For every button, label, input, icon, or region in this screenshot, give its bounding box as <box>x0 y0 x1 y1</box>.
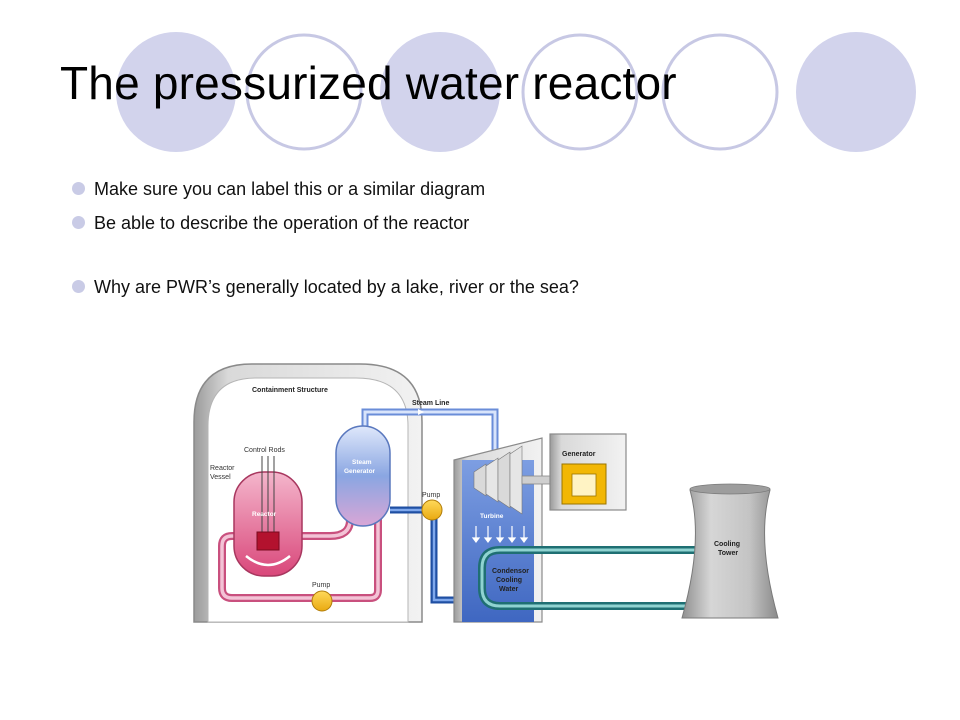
steam-generator <box>335 425 391 527</box>
label-pump-bottom: Pump <box>312 582 330 589</box>
bullet-dot-icon <box>72 182 85 195</box>
primary-pump <box>311 590 333 612</box>
decor-circle-3 <box>380 32 500 152</box>
reactor-flow-arrow <box>245 555 291 567</box>
steam-line-inner <box>363 410 497 455</box>
feedwater-pump <box>421 499 443 521</box>
label-cooling-tower-line1: Cooling <box>714 541 740 548</box>
bullet-item: Why are PWR’s generally located by a lak… <box>72 270 579 304</box>
bullet-text: Why are PWR’s generally located by a lak… <box>94 277 579 297</box>
slide-title: The pressurized water reactor <box>60 57 677 109</box>
bullet-dot-icon <box>72 280 85 293</box>
label-reactor-vessel-line2: Vessel <box>210 474 231 481</box>
label-cooling-tower-line2: Tower <box>718 550 738 557</box>
label-steam-gen-line2: Generator <box>344 468 376 475</box>
label-reactor-vessel-line1: Reactor <box>210 465 235 472</box>
bullet-dot-icon <box>72 216 85 229</box>
bullet-item: Be able to describe the operation of the… <box>72 206 579 240</box>
decor-circle-5 <box>661 33 779 151</box>
label-reactor: Reactor <box>252 511 277 518</box>
cooling-tower-top <box>689 483 771 495</box>
feedwater-loop-inner <box>390 508 458 602</box>
reactor-core <box>256 531 280 551</box>
condenser-loop-inner <box>480 548 700 608</box>
pwr-diagram: Containment Structure Steam Line Control… <box>193 363 779 623</box>
generator-unit <box>561 463 607 505</box>
turbine-blades <box>473 445 523 515</box>
bullet-text: Be able to describe the operation of the… <box>94 213 470 233</box>
bullet-text: Make sure you can label this or a simila… <box>94 179 486 199</box>
label-steam-line: Steam Line <box>412 400 449 407</box>
decorative-circles <box>116 32 916 152</box>
generator-core <box>571 473 597 497</box>
steam-line-arrow <box>418 409 424 415</box>
label-generator: Generator <box>562 451 596 458</box>
label-condensor-line1: Condensor <box>492 568 529 575</box>
decor-circle-1 <box>116 32 236 152</box>
label-containment: Containment Structure <box>252 387 328 394</box>
label-pump-top: Pump <box>422 492 440 499</box>
decor-circle-4 <box>521 33 639 151</box>
bullet-list: Make sure you can label this or a simila… <box>72 172 579 304</box>
label-turbine: Turbine <box>480 513 504 520</box>
bullet-item: Make sure you can label this or a simila… <box>72 172 579 206</box>
decor-circle-2 <box>245 33 363 151</box>
condensing-arrows <box>471 526 529 543</box>
label-condensor-line3: Water <box>499 586 518 593</box>
label-steam-gen-line1: Steam <box>352 459 372 466</box>
label-control-rods: Control Rods <box>244 447 285 454</box>
decor-circle-6 <box>796 32 916 152</box>
label-condensor-line2: Cooling <box>496 577 522 584</box>
